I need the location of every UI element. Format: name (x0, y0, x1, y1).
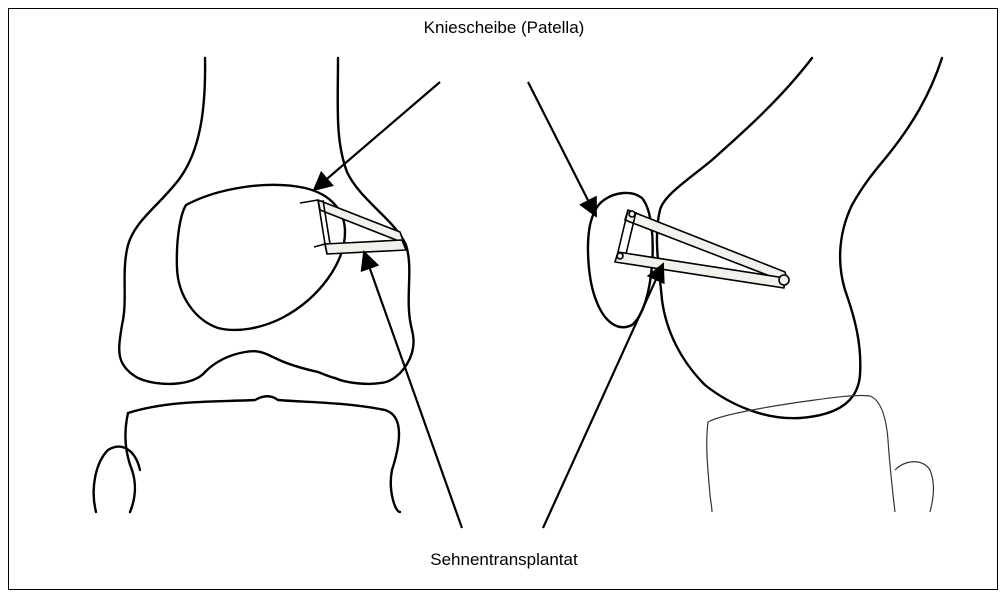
patella-arrow-lateral (528, 82, 596, 216)
femur-posterior-outline (888, 58, 942, 155)
lateral-arrows (528, 82, 663, 528)
tibia-lateral (707, 395, 934, 512)
femur-left-outline (119, 58, 205, 384)
graft-arrow-lateral (543, 264, 663, 528)
intercondylar-notch (205, 351, 335, 378)
graft-arrow-frontal (364, 252, 462, 528)
tibia-plateau (128, 396, 400, 512)
lateral-knee-view (588, 58, 942, 418)
graft-lateral (615, 210, 789, 288)
tibia-left-outline (125, 413, 134, 512)
frontal-knee-view (94, 58, 414, 512)
graft-frontal (300, 200, 406, 254)
patella-arrow-frontal (314, 82, 440, 190)
frontal-arrows (314, 82, 462, 528)
